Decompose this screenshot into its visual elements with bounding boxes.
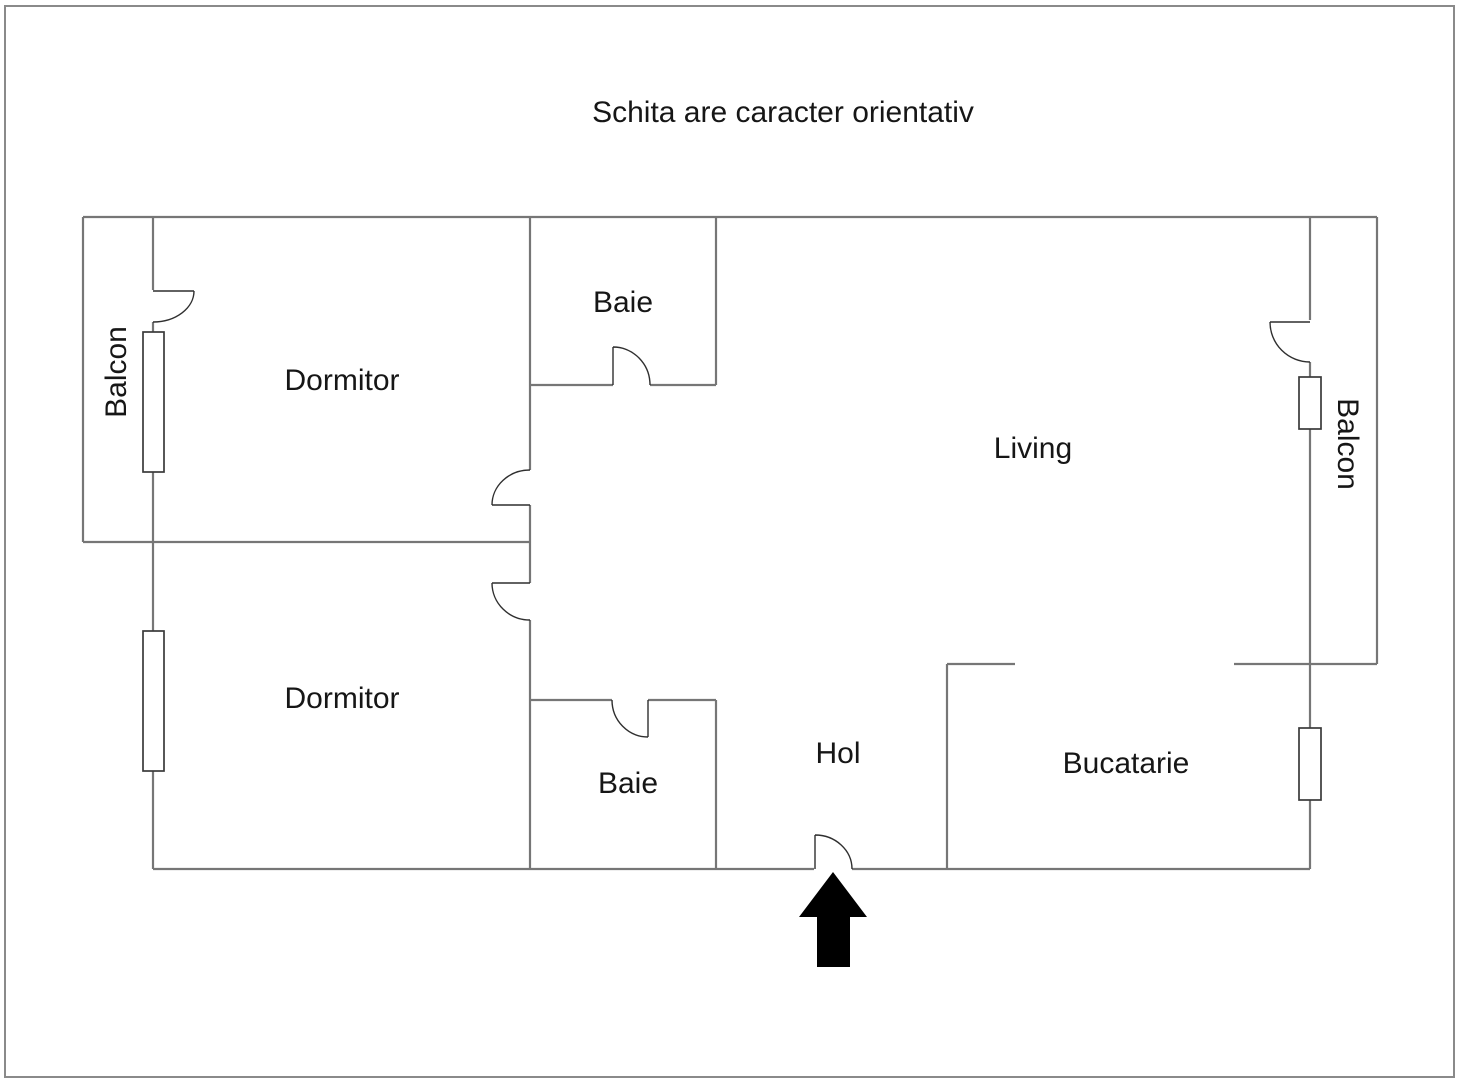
door-baie-top xyxy=(612,346,651,386)
window-dormitor-top xyxy=(142,331,165,473)
window-bucatarie xyxy=(1298,727,1322,801)
page-border xyxy=(4,5,1455,1078)
door-dormitor-bottom xyxy=(491,582,531,621)
door-dormitor-top xyxy=(491,469,531,506)
room-label-hol: Hol xyxy=(815,737,860,770)
window-dormitor-bottom xyxy=(142,630,165,772)
room-label-balcon-left: Balcon xyxy=(100,326,133,418)
window-living-balcony xyxy=(1298,376,1322,430)
door-balcony-left xyxy=(152,290,195,323)
room-label-living: Living xyxy=(994,432,1072,465)
room-label-bucatarie: Bucatarie xyxy=(1063,747,1190,780)
room-label-baie-top: Baie xyxy=(593,286,653,319)
door-entrance xyxy=(814,834,853,870)
door-baie-bottom xyxy=(611,699,649,738)
room-label-balcon-right: Balcon xyxy=(1331,398,1364,490)
room-label-dormitor-bottom: Dormitor xyxy=(284,682,399,715)
plan-title: Schita are caracter orientativ xyxy=(592,96,974,129)
room-label-dormitor-top: Dormitor xyxy=(284,364,399,397)
entrance-arrow-icon xyxy=(799,872,867,967)
room-label-baie-bottom: Baie xyxy=(598,767,658,800)
walls xyxy=(81,215,1379,871)
door-balcony-right xyxy=(1269,321,1311,363)
